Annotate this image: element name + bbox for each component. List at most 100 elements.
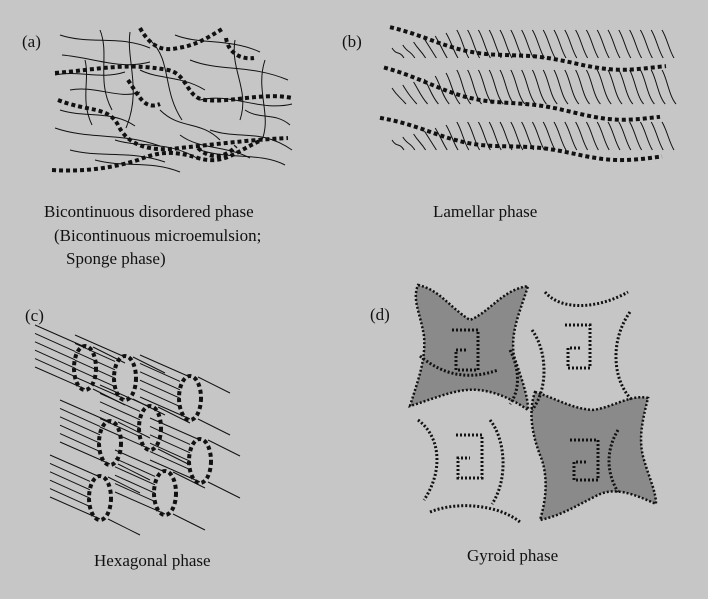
surfactant-tail (510, 121, 524, 151)
surfactant-tail (477, 69, 493, 105)
surfactant-chain (54, 71, 126, 76)
cylinder-hatching (114, 474, 156, 494)
surfactant-tail (477, 29, 491, 59)
gyroid-surface (570, 438, 600, 482)
gyroid-surface (452, 328, 480, 372)
panel-c-label: (c) (25, 306, 44, 325)
gyroid-surface (543, 290, 629, 307)
cylinder-hatching (34, 358, 76, 378)
caption-a-line2: (Bicontinuous microemulsion; (54, 226, 262, 245)
surfactant-chain (244, 109, 291, 126)
cylinder-hatching (49, 488, 91, 508)
hexagonal-drawing (34, 324, 241, 536)
interface-boundary (57, 98, 289, 152)
surfactant-tail (499, 29, 513, 59)
surfactant-chain (59, 109, 136, 127)
surfactant-tail (488, 121, 502, 151)
cylinder-hatching (99, 409, 141, 429)
surfactant-tail (467, 29, 481, 59)
surfactant-tail (434, 35, 448, 59)
cylinder-side (107, 476, 141, 536)
surfactant-tail (423, 78, 439, 105)
interface-boundary (196, 144, 238, 158)
surfactant-chain (209, 129, 293, 151)
cylinder-hatching (139, 371, 181, 391)
cylinder-hatching (49, 462, 91, 482)
gyroid-surface (488, 419, 505, 505)
surfactant-chain (261, 59, 266, 141)
surfactant-tail (499, 69, 515, 105)
cylinder-hatching (74, 368, 116, 388)
lamella-interface (383, 65, 661, 122)
surfactant-tail (402, 44, 416, 59)
surfactant-tail (650, 29, 664, 59)
cylinder-hatching (49, 471, 91, 491)
surfactant-tail (542, 29, 556, 59)
surfactant-tail (607, 29, 621, 59)
caption-d: Gyroid phase (467, 546, 559, 565)
surfactant-tail (521, 69, 536, 105)
gyroid-surface (614, 311, 634, 402)
cylinder-hatching (74, 359, 116, 379)
gyroid-drawing (408, 283, 658, 524)
surfactant-tail (488, 29, 502, 59)
surfactant-tail (467, 69, 482, 105)
surfactant-chain (94, 159, 181, 173)
surfactant-tail (531, 29, 545, 59)
gyroid-surface (429, 504, 521, 524)
surfactant-tail (553, 121, 567, 151)
surfactant-tail (564, 69, 580, 105)
surfactant-tail (413, 133, 427, 151)
gyroid-surface (530, 329, 546, 411)
lamella-interface (389, 25, 667, 72)
caption-a-line3: Sponge phase) (66, 249, 166, 268)
surfactant-tail (596, 121, 610, 151)
surfactant-tail (575, 69, 590, 105)
cylinder-hatching (149, 425, 191, 445)
gyroid-surface (508, 349, 519, 405)
caption-b: Lamellar phase (433, 202, 538, 221)
surfactant-chain (61, 54, 151, 66)
cylinder-hatching (59, 433, 101, 453)
surfactant-tail (445, 32, 459, 59)
surfactant-chain (54, 127, 161, 147)
gyroid-surface (456, 433, 484, 480)
surfactant-tail (564, 121, 578, 151)
cylinder-hatching (139, 362, 181, 382)
surfactant-chain (69, 88, 141, 95)
cylinder-hatching (74, 351, 116, 371)
gyroid-surface (419, 354, 499, 377)
panel-b-label: (b) (342, 32, 362, 51)
interface-boundary (54, 64, 293, 103)
panel-d-label: (d) (370, 305, 390, 324)
surfactant-tail (607, 69, 623, 105)
surfactant-tail (618, 29, 632, 59)
surfactant-tail (618, 121, 632, 151)
surfactant-tail (629, 69, 644, 105)
surfactant-tail (456, 29, 470, 59)
surfactant-tail (542, 121, 556, 151)
surfactant-chain (179, 134, 251, 159)
cylinder-hatching (49, 479, 91, 499)
surfactant-tail (585, 69, 601, 105)
surfactant-tail (510, 69, 526, 105)
surfactant-tail (521, 121, 535, 151)
surfactant-chain (174, 34, 261, 53)
gyroid-shaded-domain (408, 283, 530, 413)
cylinder-end (187, 437, 213, 485)
surfactant-tail (488, 69, 504, 105)
cylinder-end (97, 419, 123, 467)
surfactant-tail (445, 72, 461, 105)
surfactant-tail (445, 124, 459, 151)
cylinder-hatching (59, 424, 101, 444)
interface-boundary (224, 37, 255, 61)
bicontinuous-disordered-drawing (51, 26, 293, 173)
surfactant-tail (596, 29, 610, 59)
cylinder-hatching (149, 442, 191, 462)
surfactant-tail (618, 69, 634, 105)
surfactant-tail (402, 136, 416, 151)
cylinder-hatching (99, 401, 141, 421)
surfactant-tail (553, 29, 567, 59)
cylinder-end (87, 474, 113, 522)
